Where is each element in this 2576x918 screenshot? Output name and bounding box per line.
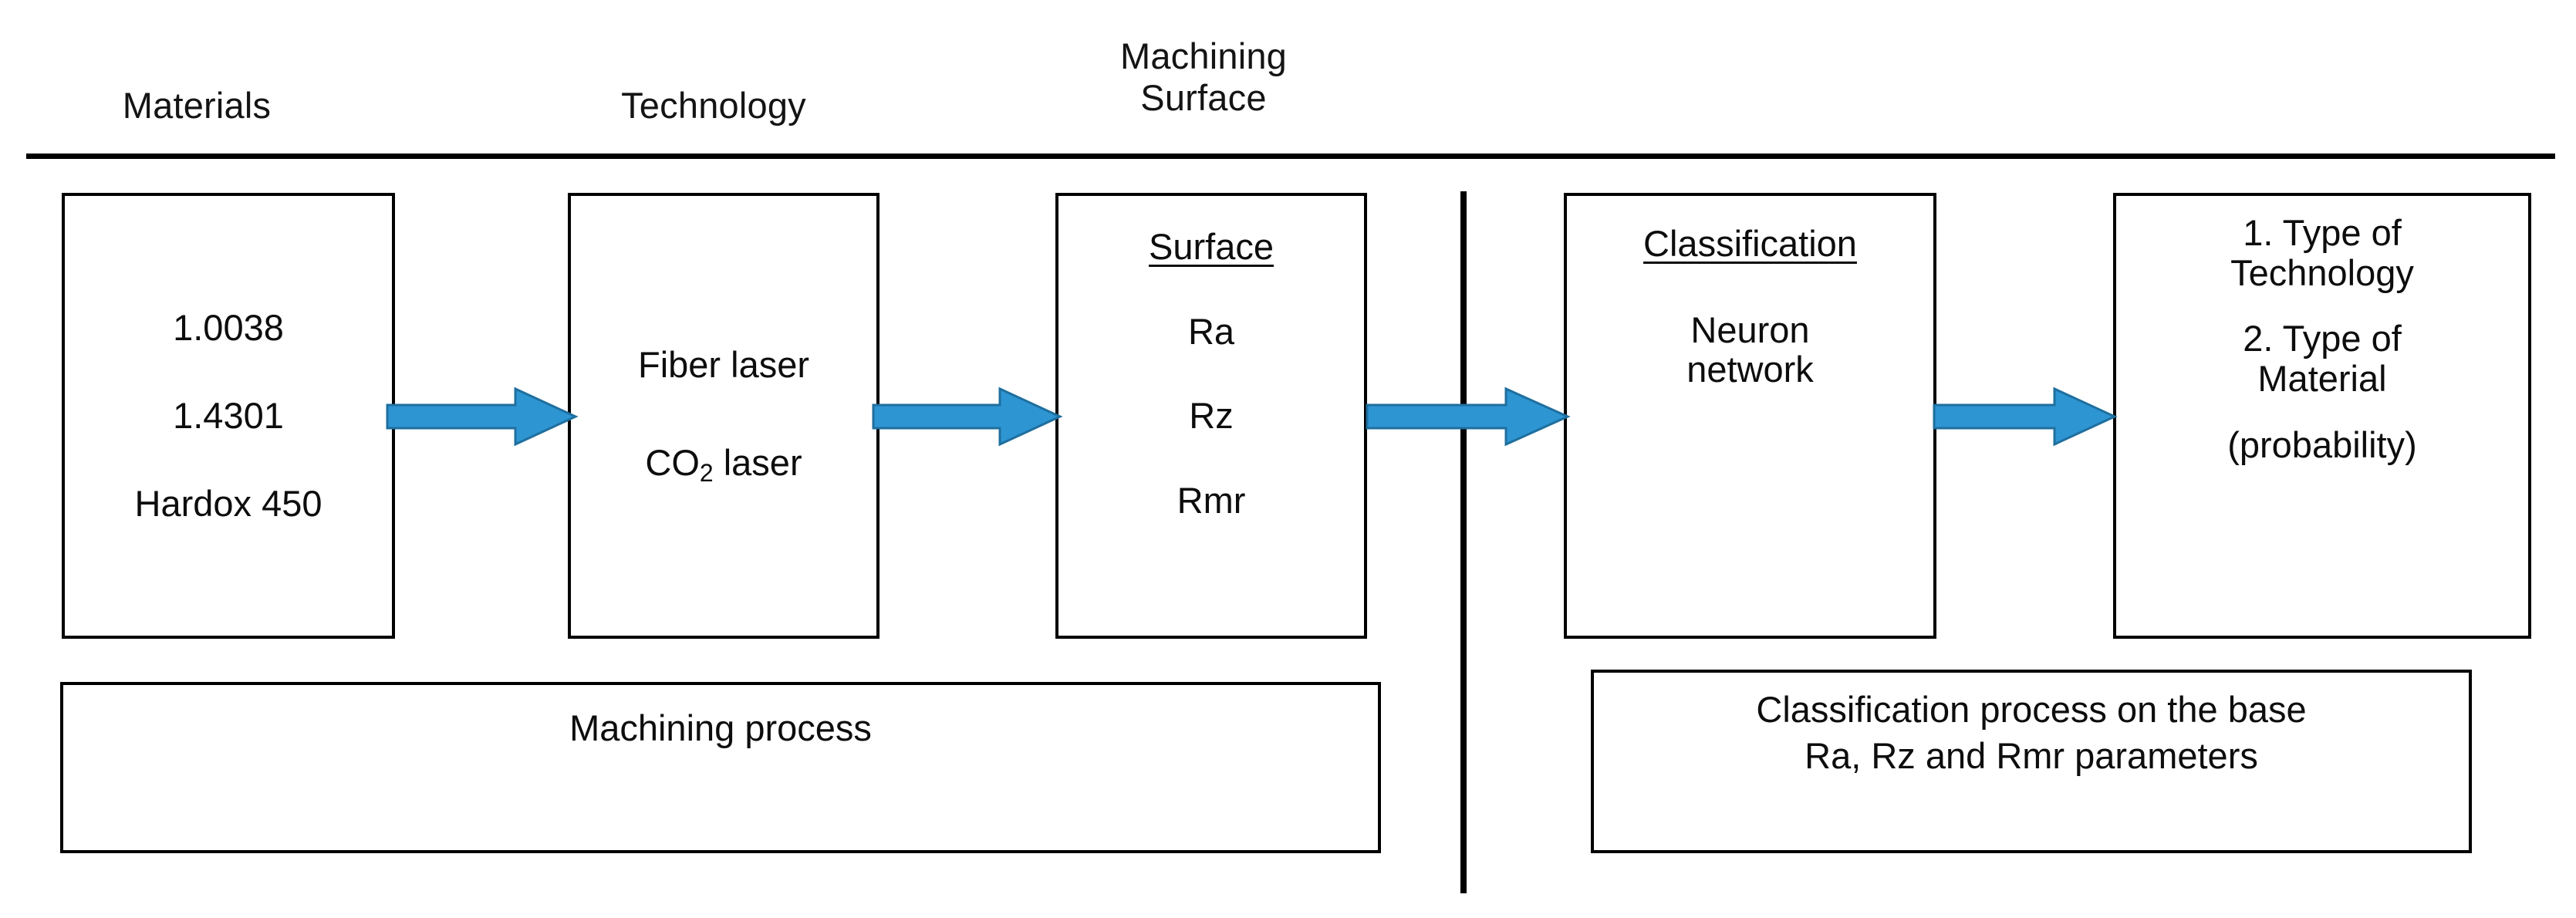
top-divider-rule bbox=[26, 154, 2555, 159]
arrow-technology-to-surface bbox=[872, 386, 1063, 447]
technology-item-co2-laser: CO2 laser bbox=[645, 443, 802, 487]
co2-suffix: laser bbox=[713, 442, 802, 484]
surface-param-rz: Rz bbox=[1189, 395, 1234, 437]
machining-process-box: Machining process bbox=[60, 682, 1381, 853]
arrow-classification-to-output bbox=[1933, 386, 2118, 447]
classification-process-label: Classification process on the base Ra, R… bbox=[1756, 689, 2307, 777]
classification-process-box: Classification process on the base Ra, R… bbox=[1591, 670, 2472, 853]
classification-box: Classification Neuron network bbox=[1564, 193, 1936, 639]
caption-materials: Materials bbox=[122, 85, 272, 126]
co2-prefix: CO bbox=[645, 442, 700, 484]
material-item-2: 1.4301 bbox=[173, 395, 284, 437]
classification-box-title: Classification bbox=[1643, 223, 1857, 264]
technology-item-fiber-laser: Fiber laser bbox=[637, 343, 809, 385]
output-item-probability: (probability) bbox=[2227, 424, 2417, 465]
materials-box: 1.0038 1.4301 Hardox 450 bbox=[62, 193, 395, 639]
material-item-1: 1.0038 bbox=[173, 307, 284, 349]
surface-param-rmr: Rmr bbox=[1177, 480, 1246, 521]
surface-box: Surface Ra Rz Rmr bbox=[1055, 193, 1367, 639]
surface-box-title: Surface bbox=[1149, 226, 1274, 267]
technology-box: Fiber laser CO2 laser bbox=[568, 193, 879, 639]
output-box: 1. Type of Technology 2. Type of Materia… bbox=[2113, 193, 2531, 639]
section-divider-line bbox=[1460, 191, 1467, 893]
machining-process-label: Machining process bbox=[569, 707, 872, 748]
caption-machining-surface: Machining Surface bbox=[1119, 35, 1288, 118]
co2-subscript: 2 bbox=[699, 459, 714, 488]
arrow-surface-to-classification bbox=[1366, 386, 1571, 447]
classification-method: Neuron network bbox=[1686, 309, 1814, 390]
output-item-technology: 1. Type of Technology bbox=[2230, 212, 2414, 293]
output-item-material: 2. Type of Material bbox=[2243, 318, 2402, 400]
material-item-3: Hardox 450 bbox=[134, 482, 322, 524]
arrow-materials-to-technology bbox=[386, 386, 579, 447]
surface-param-ra: Ra bbox=[1187, 310, 1235, 352]
caption-technology: Technology bbox=[621, 85, 806, 126]
